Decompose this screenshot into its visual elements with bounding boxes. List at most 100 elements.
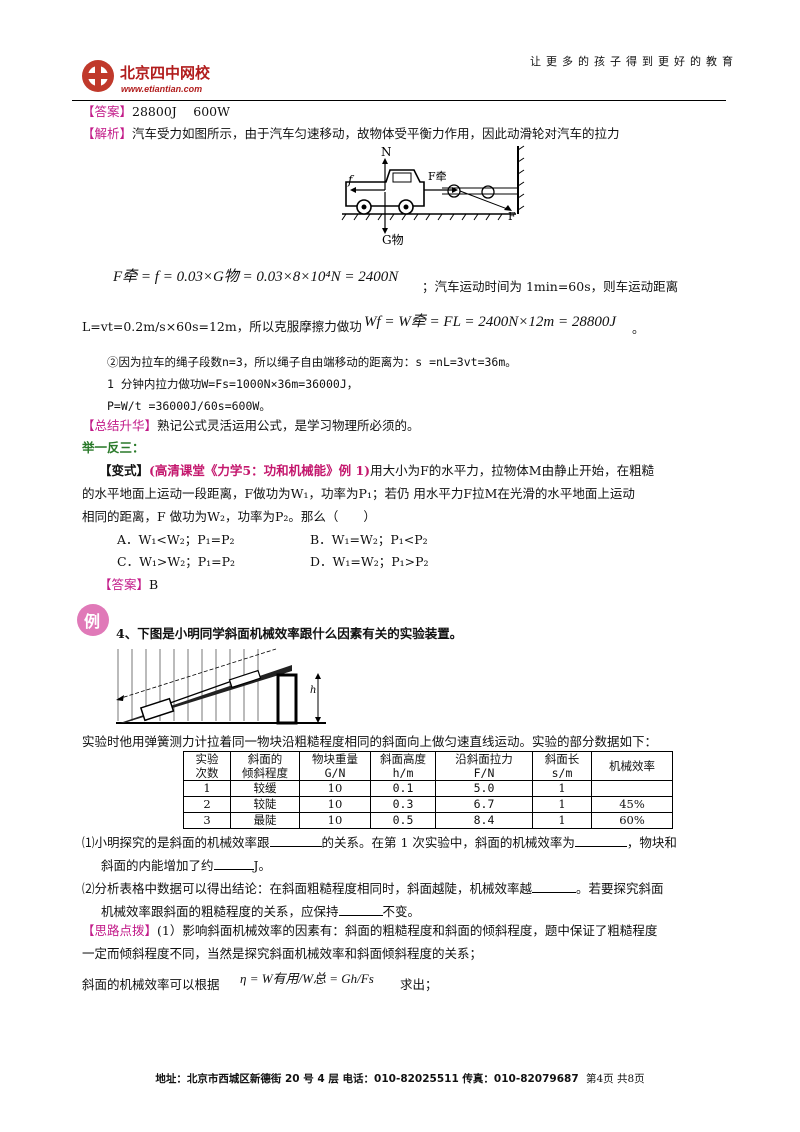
option-b: B．W₁=W₂；P₁<P₂ [310, 532, 428, 547]
variant-text-3: 相同的距离，F 做功为W₂，功率为P₂。那么（ ） [82, 509, 376, 524]
hint-text-2: 一定而倾斜程度不同，当然是探究斜面机械效率和斜面倾斜程度的关系； [82, 946, 483, 961]
text-line-work: 1 分钟内拉力做功W=Fs=1000N×36m=36000J， [107, 377, 359, 391]
force-label-n: N [381, 145, 392, 159]
example-intro: 实验时他用弹簧测力计拉着同一物块沿粗糙程度相同的斜面向上做匀速直线运动。实验的部… [82, 734, 658, 749]
option-c: C．W₁>W₂；P₁=P₂ [117, 554, 236, 569]
table-cell: 10 [299, 780, 371, 797]
force-label-f-pull: F牵 [428, 170, 447, 183]
question-2c: 机械效率跟斜面的粗糙程度的关系，应保持 [101, 904, 339, 919]
table-cell: 1 [532, 780, 592, 797]
variant-text-1: 用大小为F的水平力，拉物体M由静止开始，在粗糙 [370, 463, 655, 478]
variant-text-2: 的水平地面上运动一段距离，F做功为W₁，功率为P₁；若仍 用水平力F拉M在光滑的… [82, 486, 635, 501]
table-cell: 3 [183, 812, 231, 829]
answer-blank[interactable] [213, 869, 254, 870]
logo [78, 58, 118, 94]
footer: 地址：北京市西城区新德街 20 号 4 层 电话：010-82025511 传真… [0, 1071, 800, 1086]
answer2-line: 【答案】B [99, 576, 158, 594]
table-row: 1 较缓 10 0.1 5.0 1 [183, 780, 673, 797]
option-a: A．W₁<W₂；P₁=P₂ [117, 532, 235, 547]
footer-address: 地址：北京市西城区新德街 20 号 4 层 电话：010-82025511 传真… [155, 1073, 579, 1085]
example-title: 4、下图是小明同学斜面机械效率跟什么因素有关的实验装置。 [116, 626, 463, 641]
logo-emblem-icon [82, 60, 114, 92]
table-cell: 60% [591, 812, 673, 829]
force-label-g: G物 [382, 233, 404, 247]
question-2a: ⑵分析表格中数据可以得出结论：在斜面粗糙程度相同时，斜面越陡，机械效率越 [82, 881, 533, 896]
hint-text-1: (1）影响斜面机械效率的因素有：斜面的粗糙程度和斜面的倾斜程度，题中保证了粗糙程… [157, 923, 658, 938]
table-cell: 10 [299, 812, 371, 829]
equation-work: Wf = W牵 = FL = 2400N×12m = 28800J [364, 314, 616, 330]
analysis-text: 汽车受力如图所示，由于汽车匀速移动，故物体受平衡力作用，因此动滑轮对汽车的拉力 [132, 126, 620, 141]
footer-page: 第4页 共8页 [585, 1073, 645, 1085]
answer-text: 28800J 600W [132, 104, 230, 119]
table-cell: 较陡 [230, 796, 300, 813]
answer-line: 【答案】28800J 600W [82, 103, 230, 121]
analysis-tag: 【解析】 [82, 126, 133, 141]
equation-pull-force: F牵 = f = 0.03×G物 = 0.03×8×10⁴N = 2400N [113, 269, 399, 285]
question-1a: ⑴小明探究的是斜面的机械效率跟 [82, 835, 270, 850]
logo-url: www.etiantian.com [121, 84, 203, 94]
table-cell: 45% [591, 796, 673, 813]
table-cell: 8.4 [435, 812, 533, 829]
force-label-f-end: F [508, 210, 516, 223]
answer2-text: B [149, 577, 159, 592]
hint-tag: 【思路点拨】 [82, 923, 158, 938]
example-badge-label: 例 [84, 612, 101, 631]
answer-blank[interactable] [338, 915, 383, 916]
question-2d: 不变。 [382, 904, 421, 919]
table-cell: 0.1 [370, 780, 436, 797]
question-1-line-1: ⑴小明探究的是斜面的机械效率跟的关系。在第 1 次实验中，斜面的机械效率为，物块… [82, 834, 677, 852]
force-label-f: f [347, 173, 355, 187]
example-badge: 例 [76, 603, 110, 637]
header-cell: 实验次数 [183, 751, 231, 781]
summary-tag: 【总结升华】 [82, 418, 158, 433]
efficiency-formula-text: η = W有用/W总 = Gh/Fs [240, 971, 374, 986]
summary-line: 【总结升华】熟记公式灵活运用公式，是学习物理所必须的。 [82, 417, 420, 435]
question-2b: 。若要探究斜面 [576, 881, 664, 896]
table-cell: 1 [532, 812, 592, 829]
hint-text-3: 斜面的机械效率可以根据 [82, 977, 220, 992]
question-2-line-2: 机械效率跟斜面的粗糙程度的关系，应保持 不变。 [101, 903, 420, 921]
text-line-power: P=W/t =36000J/60s=600W。 [107, 399, 271, 413]
variant-source: (高清课堂《力学5：功和机械能》例 1) [149, 463, 371, 478]
table-cell: 1 [183, 780, 231, 797]
question-1d: 斜面的内能增加了约 [101, 858, 214, 873]
answer-blank[interactable] [574, 846, 627, 847]
logo-text: 北京四中网校 [120, 64, 211, 82]
table-cell [591, 780, 673, 797]
section-title: 举一反三： [82, 440, 145, 455]
variant-line-1: 【变式】(高清课堂《力学5：功和机械能》例 1)用大小为F的水平力，拉物体M由静… [99, 462, 654, 480]
header-rule [72, 100, 726, 101]
text-line-rope: ②因为拉车的绳子段数n=3，所以绳子自由端移动的距离为：s =nL=3vt=36… [107, 355, 517, 369]
incline-diagram: h [112, 647, 334, 729]
table-cell: 1 [532, 796, 592, 813]
hint-line-1: 【思路点拨】(1）影响斜面机械效率的因素有：斜面的粗糙程度和斜面的倾斜程度，题中… [82, 922, 657, 940]
table-cell: 5.0 [435, 780, 533, 797]
table-cell: 0.3 [370, 796, 436, 813]
equation2-prefix: L=vt=0.2m/s×60s=12m，所以克服摩擦力做功 [82, 319, 362, 334]
equation2-suffix: 。 [632, 321, 645, 336]
table-cell: 6.7 [435, 796, 533, 813]
table-cell: 较缓 [230, 780, 300, 797]
table-cell: 2 [183, 796, 231, 813]
answer2-tag: 【答案】 [99, 577, 150, 592]
header-cell: 斜面的倾斜程度 [230, 751, 300, 781]
variant-tag: 【变式】 [99, 463, 150, 478]
table-cell: 最陡 [230, 812, 300, 829]
table-cell: 10 [299, 796, 371, 813]
answer-blank[interactable] [532, 892, 577, 893]
header-slogan: 让更多的孩子得到更好的教育 [530, 55, 738, 68]
hint-text-4: 求出； [400, 977, 438, 992]
table-cell: 0.5 [370, 812, 436, 829]
table-row: 2 较陡 10 0.3 6.7 1 45% [183, 796, 673, 813]
answer-tag: 【答案】 [82, 104, 133, 119]
answer-blank[interactable] [269, 846, 322, 847]
option-d: D．W₁=W₂；P₁>P₂ [310, 554, 429, 569]
header-cell: 机械效率 [591, 751, 673, 781]
